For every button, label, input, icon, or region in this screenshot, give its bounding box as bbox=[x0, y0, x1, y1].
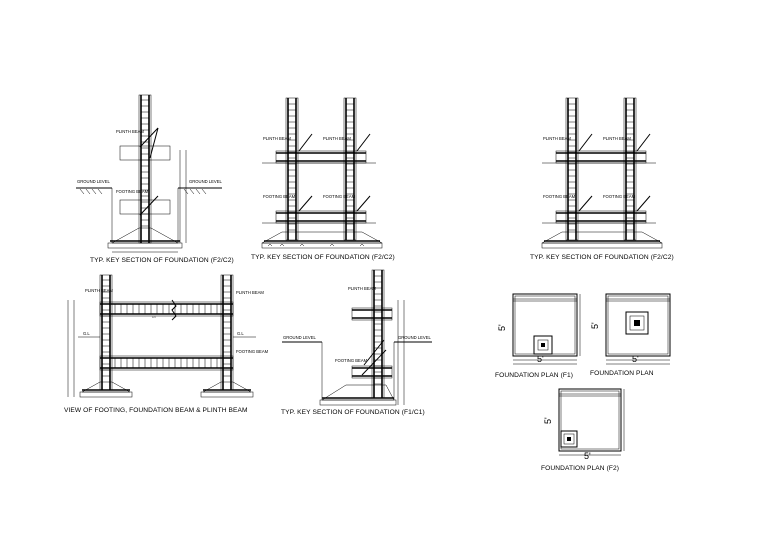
caption-plan-mid: FOUNDATION PLAN bbox=[590, 370, 654, 377]
plinth-beam bbox=[119, 145, 171, 161]
footing-beam bbox=[351, 365, 393, 379]
section-f2c2-left: PLINTH BEAM FOOTING BEAM GROUND LEVEL GR… bbox=[76, 94, 234, 264]
plinth-beam-label: PLINTH BEAM bbox=[85, 288, 113, 293]
plinth-beam bbox=[99, 301, 234, 317]
section-f2c2-mid: PLINTH BEAM PLINTH BEAM FOOTING BEAM FOO… bbox=[251, 97, 395, 261]
caption-section-f2c2-mid: TYP. KEY SECTION OF FOUNDATION (F2/C2) bbox=[251, 254, 395, 261]
section-f1c1: PLINTH BEAM FOOTING BEAM GROUND LEVEL GR… bbox=[281, 269, 432, 416]
dim-5ft-vertical: 5' bbox=[590, 322, 600, 329]
plinth-beam-label: PLINTH BEAM bbox=[263, 136, 291, 141]
caption-section-f2c2-left: TYP. KEY SECTION OF FOUNDATION (F2/C2) bbox=[90, 257, 234, 264]
dim-5ft-vertical: 5' bbox=[497, 324, 507, 331]
plinth-beam-label: PLINTH BEAM bbox=[236, 290, 264, 295]
footing-beam-label: FOOTING BEAM bbox=[236, 349, 269, 354]
plinth-beam-label: PLINTH BEAM bbox=[323, 136, 351, 141]
plinth-beam-label: PLINTH BEAM bbox=[543, 136, 571, 141]
ground-level-label: GROUND LEVEL bbox=[398, 335, 431, 340]
caption-plan-f1: FOUNDATION PLAN (F1) bbox=[495, 372, 573, 379]
dim-5ft: 5' bbox=[632, 354, 639, 364]
footing-beam-label: FOOTING BEAM bbox=[335, 358, 368, 363]
foundation-plan: 5' 5' FOUNDATION PLAN bbox=[590, 293, 671, 377]
gl-label: G.L bbox=[237, 331, 244, 336]
footing-beam-label: FOOTING BEAM bbox=[603, 194, 636, 199]
plinth-beam-label: PLINTH BEAM bbox=[348, 286, 376, 291]
dim-5ft: 5' bbox=[537, 354, 544, 364]
caption-section-f1c1: TYP. KEY SECTION OF FOUNDATION (F1/C1) bbox=[281, 409, 425, 416]
caption-view-footing: VIEW OF FOOTING, FOUNDATION BEAM & PLINT… bbox=[64, 407, 248, 414]
foundation-plan-f1: 5' 5' FOUNDATION PLAN (F1) bbox=[495, 293, 581, 379]
view-footing-beams: PLINTH BEAM PLINTH BEAM FOOTING BEAM G.L… bbox=[64, 274, 269, 414]
section-f2c2-right: PLINTH BEAM PLINTH BEAM FOOTING BEAM FOO… bbox=[530, 97, 674, 261]
dim-5ft: 5' bbox=[584, 451, 591, 461]
plinth-beam bbox=[351, 307, 393, 321]
plinth-beam-label: PLINTH BEAM bbox=[116, 129, 144, 134]
ground-level-label: GROUND LEVEL bbox=[189, 179, 222, 184]
caption-section-f2c2-right: TYP. KEY SECTION OF FOUNDATION (F2/C2) bbox=[530, 254, 674, 261]
ground-level-label: GROUND LEVEL bbox=[77, 179, 110, 184]
footing-beam bbox=[99, 355, 234, 371]
footing-beam-label: FOOTING BEAM bbox=[116, 189, 149, 194]
plinth-beam-label: PLINTH BEAM bbox=[603, 136, 631, 141]
caption-plan-f2: FOUNDATION PLAN (F2) bbox=[541, 465, 619, 472]
footing-beam bbox=[119, 199, 171, 215]
foundation-plan-f2: 5' 5' FOUNDATION PLAN (F2) bbox=[541, 388, 625, 472]
footing-beam-label: FOOTING BEAM bbox=[543, 194, 576, 199]
footing-beam-label: FOOTING BEAM bbox=[323, 194, 356, 199]
footing-beam-label: FOOTING BEAM bbox=[263, 194, 296, 199]
dim-5ft-vertical: 5' bbox=[543, 417, 553, 424]
span-label: L/4 bbox=[152, 315, 156, 319]
gl-label: G.L bbox=[83, 331, 90, 336]
ground-level-label: GROUND LEVEL bbox=[283, 335, 316, 340]
